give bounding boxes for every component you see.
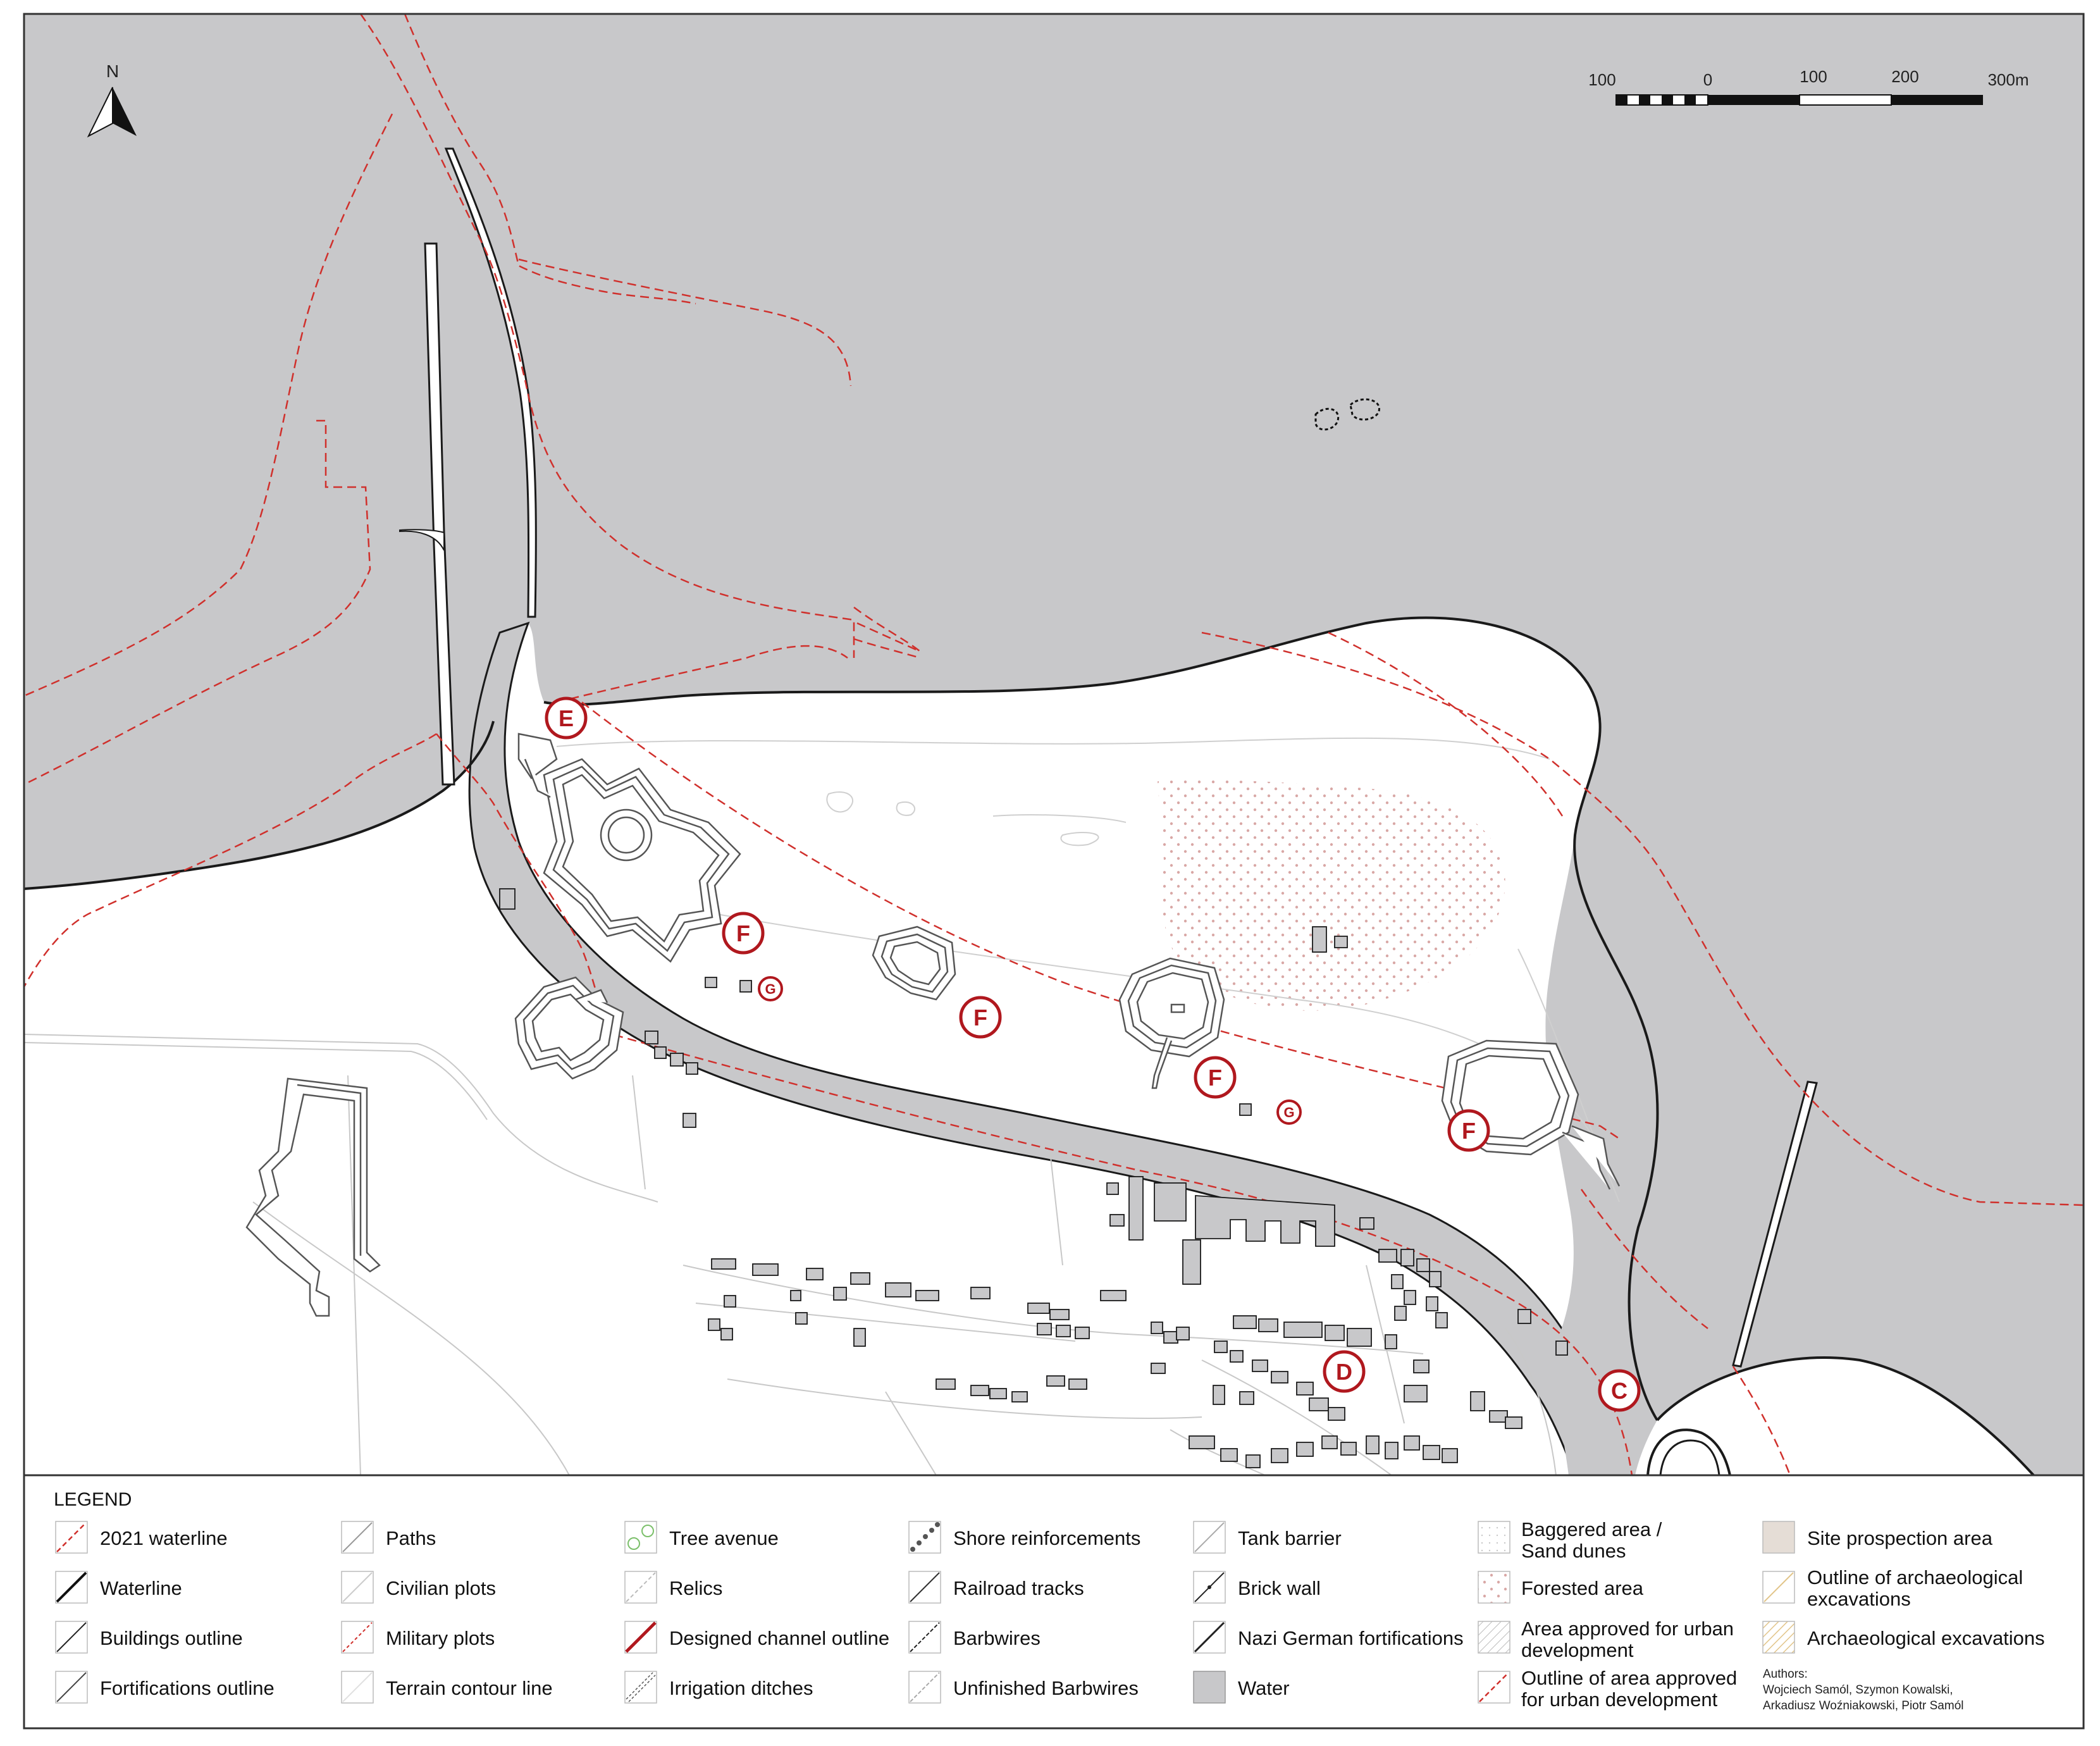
legend-item: Baggered area /	[1521, 1518, 1662, 1540]
scale-label-5: 300m	[1987, 70, 2029, 89]
legend-item: Outline of archaeological	[1807, 1566, 2023, 1588]
site-marker-g2[interactable]: G	[1276, 1099, 1302, 1125]
site-marker-f2[interactable]: F	[959, 996, 1002, 1039]
forested-area	[1158, 780, 1505, 1011]
fortification-west-main	[517, 733, 741, 963]
sea-water	[24, 14, 2084, 1475]
site-marker-label: C	[1611, 1378, 1628, 1404]
map-area: E F G F F G F D	[23, 13, 2084, 1477]
legend-item: Irrigation ditches	[669, 1677, 813, 1699]
site-marker-f3[interactable]: F	[1194, 1056, 1237, 1099]
site-marker-label: F	[1208, 1065, 1222, 1091]
legend-item: Civilian plots	[386, 1577, 496, 1599]
site-marker-label: E	[559, 705, 574, 731]
site-marker-f4[interactable]: F	[1447, 1109, 1490, 1152]
legend-title: LEGEND	[54, 1489, 132, 1510]
site-marker-label: F	[973, 1005, 987, 1031]
military-plot-lines	[23, 13, 2084, 1476]
fortification-south-west	[245, 1077, 381, 1317]
legend-col-7: Site prospection area Outline of archaeo…	[1762, 1521, 2045, 1712]
west-breakwater	[424, 242, 455, 786]
legend-item: Buildings outline	[100, 1627, 243, 1649]
legend-col-3: Tree avenue Relics Designed channel outl…	[624, 1521, 889, 1704]
scale-bar: 100 0 100 200 300m	[1588, 67, 2029, 106]
legend-item: Area approved for urban	[1521, 1618, 1734, 1640]
legend-col-5: Tank barrier Brick wall Nazi German fort…	[1193, 1521, 1464, 1704]
legend-item: Nazi German fortifications	[1238, 1627, 1464, 1649]
site-marker-label: G	[765, 981, 775, 997]
scale-label-3: 100	[1800, 67, 1827, 86]
legend-col-6: Baggered area / Sand dunes Forested area…	[1478, 1518, 1737, 1711]
legend-item: Forested area	[1521, 1577, 1644, 1599]
site-marker-f1[interactable]: F	[722, 912, 765, 955]
legend-item: for urban development	[1521, 1688, 1718, 1711]
legend-item: Paths	[386, 1527, 436, 1549]
legend-item: Site prospection area	[1807, 1527, 1993, 1549]
legend-item: Archaeological excavations	[1807, 1627, 2045, 1649]
north-arrow-icon: N	[87, 61, 137, 138]
buildings	[499, 888, 1568, 1468]
legend-item: Water	[1238, 1677, 1290, 1699]
legend-item: Relics	[669, 1577, 722, 1599]
legend-item: Railroad tracks	[953, 1577, 1084, 1599]
legend-item: excavations	[1807, 1588, 1911, 1610]
legend-item: Tree avenue	[669, 1527, 779, 1549]
authors-names: Wojciech Samól, Szymon Kowalski,	[1763, 1683, 1953, 1697]
north-label: N	[106, 61, 119, 81]
site-marker-c[interactable]: C	[1598, 1369, 1641, 1412]
site-marker-g1[interactable]: G	[758, 976, 783, 1001]
legend-item: Military plots	[386, 1627, 495, 1649]
fortification-west-small	[514, 976, 624, 1080]
legend-col-2: Paths Civilian plots Military plots Terr…	[341, 1521, 553, 1704]
legend-item: Unfinished Barbwires	[953, 1677, 1139, 1699]
site-marker-e[interactable]: E	[545, 697, 588, 740]
legend-item: Waterline	[100, 1577, 182, 1599]
legend-item: Designed channel outline	[669, 1627, 889, 1649]
east-breakwater	[1732, 1080, 1818, 1368]
legend-item: 2021 waterline	[100, 1527, 228, 1549]
legend-item: Outline of area approved	[1521, 1667, 1737, 1689]
scale-label-4: 200	[1891, 67, 1918, 86]
legend-item: Shore reinforcements	[953, 1527, 1140, 1549]
curved-breakwater	[444, 147, 537, 618]
legend-item: Brick wall	[1238, 1577, 1321, 1599]
site-marker-label: F	[1462, 1118, 1476, 1144]
fortification-center-1	[872, 926, 956, 1001]
authors-names: Arkadiusz Woźniakowski, Piotr Samól	[1763, 1699, 1963, 1712]
site-marker-d[interactable]: D	[1323, 1350, 1366, 1393]
authors-label: Authors:	[1763, 1668, 1808, 1681]
site-marker-label: G	[1283, 1105, 1294, 1120]
legend-col-4: Shore reinforcements Railroad tracks Bar…	[908, 1521, 1140, 1704]
legend: LEGEND 2021 waterline Waterline Building…	[23, 1474, 2085, 1730]
fortification-center-2	[1118, 957, 1225, 1089]
scale-label-1: 100	[1588, 70, 1615, 89]
legend-item: Tank barrier	[1238, 1527, 1342, 1549]
site-marker-label: D	[1336, 1359, 1352, 1385]
legend-item: Fortifications outline	[100, 1677, 275, 1699]
legend-col-1: 2021 waterline Waterline Buildings outli…	[55, 1521, 275, 1704]
legend-item: development	[1521, 1639, 1634, 1661]
legend-item: Barbwires	[953, 1627, 1041, 1649]
legend-item: Sand dunes	[1521, 1540, 1626, 1562]
legend-item: Terrain contour line	[386, 1677, 553, 1699]
site-marker-label: F	[736, 920, 750, 946]
scale-label-2: 0	[1703, 70, 1712, 89]
waterline	[543, 616, 1659, 1421]
